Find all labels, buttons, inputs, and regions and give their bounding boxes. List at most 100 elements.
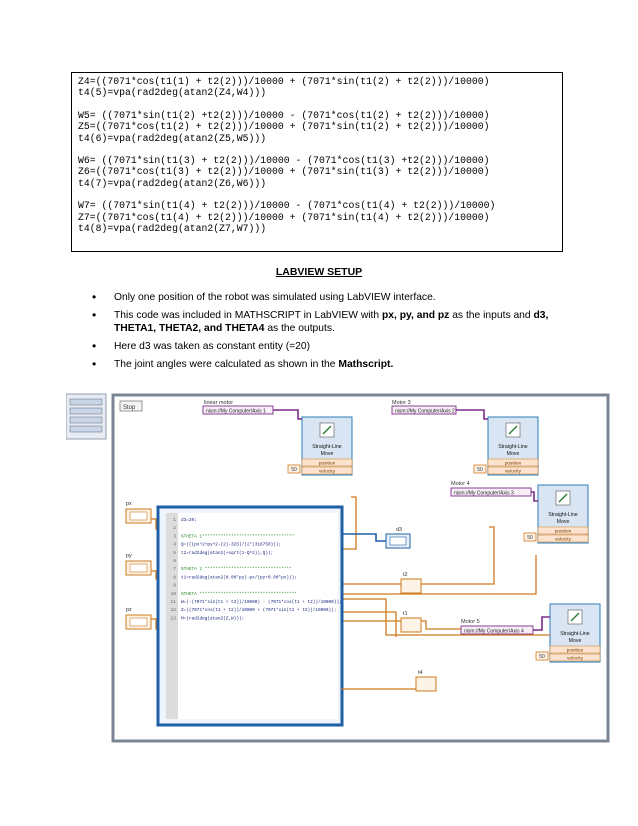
script-line-number: 6 bbox=[173, 558, 176, 564]
bold-text: Mathscript. bbox=[338, 359, 394, 370]
script-line-number: 2 bbox=[173, 525, 176, 531]
code-line: t4(7)=vpa(rad2deg(atan2(Z6,W6))) bbox=[78, 177, 267, 189]
svg-text:t2: t2 bbox=[403, 572, 408, 578]
svg-text:50: 50 bbox=[477, 467, 483, 473]
text-run: Here d3 was taken as constant entity (=2… bbox=[114, 341, 311, 352]
script-line-number: 4 bbox=[173, 542, 176, 548]
bullet-item: The joint angles were calculated as show… bbox=[92, 358, 562, 371]
code-line: t4(5)=vpa(rad2deg(atan2(Z4,W4))) bbox=[78, 87, 267, 99]
svg-text:nism://My Computer/Axis 2: nism://My Computer/Axis 2 bbox=[395, 409, 455, 415]
svg-text:t1: t1 bbox=[403, 611, 408, 617]
svg-text:position: position bbox=[505, 461, 522, 467]
script-line: Z=((7071*cos(t1 + t2))/10000 + (7071*sin… bbox=[181, 608, 336, 613]
bold-text: px, py, and pz bbox=[382, 310, 450, 321]
svg-text:velocity: velocity bbox=[555, 537, 572, 543]
output-t1: t1 bbox=[400, 611, 422, 633]
script-line: Q=(((px^2+py^2-(2)-325)/(2*(318750))); bbox=[181, 543, 281, 548]
code-line: t4(6)=vpa(rad2deg(atan2(Z5,W5))) bbox=[78, 132, 267, 144]
svg-text:Move: Move bbox=[569, 638, 582, 644]
svg-text:nism://My Computer/Axis 3: nism://My Computer/Axis 3 bbox=[454, 491, 514, 497]
text-run: The joint angles were calculated as show… bbox=[114, 359, 339, 370]
svg-text:d3: d3 bbox=[396, 527, 402, 533]
script-line: %THETA 2 *******************************… bbox=[181, 567, 292, 572]
output-t4: t4 bbox=[415, 670, 437, 692]
svg-text:px: px bbox=[126, 501, 132, 507]
svg-text:position: position bbox=[319, 461, 336, 467]
script-line: t1=rad2deg(atan2(0.00*py)-px/(py+0.00*px… bbox=[181, 575, 297, 580]
code-block: Z4=((7071*cos(t1(1) + t2(2)))/10000 + (7… bbox=[71, 72, 563, 252]
script-line: W=(-(7071*sin(t1 + t2))/10000) - (7071*c… bbox=[181, 600, 342, 605]
svg-text:Motor 5: Motor 5 bbox=[461, 619, 480, 625]
script-line-number: 11 bbox=[170, 599, 176, 605]
script-line-number: 13 bbox=[170, 615, 176, 621]
svg-text:velocity: velocity bbox=[505, 469, 522, 475]
svg-text:pz: pz bbox=[126, 607, 132, 613]
svg-text:Straight-Line: Straight-Line bbox=[548, 512, 578, 518]
svg-text:nism://My Computer/Axis 4: nism://My Computer/Axis 4 bbox=[464, 629, 524, 635]
svg-text:50: 50 bbox=[539, 654, 545, 660]
bullet-item: This code was included in MATHSCRIPT in … bbox=[92, 309, 562, 335]
svg-text:Straight-Line: Straight-Line bbox=[560, 631, 590, 637]
input-pz[interactable]: pz bbox=[125, 607, 152, 630]
svg-text:Straight-Line: Straight-Line bbox=[312, 444, 342, 450]
script-line-number: 3 bbox=[173, 533, 176, 539]
bullet-list: Only one position of the robot was simul… bbox=[92, 291, 562, 376]
text-run: as the outputs. bbox=[264, 323, 335, 334]
script-line-number: 1 bbox=[173, 517, 176, 523]
bullet-item: Here d3 was taken as constant entity (=2… bbox=[92, 340, 562, 353]
text-run: This code was included in MATHSCRIPT in … bbox=[114, 310, 383, 321]
text-run: as the inputs and bbox=[449, 310, 534, 321]
svg-text:position: position bbox=[555, 529, 572, 535]
stop-label: Stop bbox=[123, 405, 136, 411]
stop-button[interactable] bbox=[119, 400, 143, 412]
output-t2: t2 bbox=[400, 572, 422, 594]
mathscript-node[interactable] bbox=[156, 505, 344, 727]
code-line: Z5=((7071*cos(t1(2) + t2(2)))/10000 + (7… bbox=[78, 121, 490, 133]
svg-text:50: 50 bbox=[527, 535, 533, 541]
bullet-item: Only one position of the robot was simul… bbox=[92, 291, 562, 304]
script-line-number: 8 bbox=[173, 574, 176, 580]
code-line bbox=[78, 189, 556, 200]
svg-text:velocity: velocity bbox=[319, 469, 336, 475]
script-line-number: 5 bbox=[173, 550, 176, 556]
input-py[interactable]: py bbox=[125, 553, 152, 576]
svg-text:Move: Move bbox=[557, 519, 570, 525]
svg-text:nism://My Computer/Axis 1: nism://My Computer/Axis 1 bbox=[206, 409, 266, 415]
svg-text:position: position bbox=[567, 648, 584, 654]
text-run: Only one position of the robot was simul… bbox=[114, 292, 436, 303]
code-line bbox=[78, 99, 556, 110]
script-line-number: 7 bbox=[173, 566, 176, 572]
script-line-number: 12 bbox=[170, 607, 176, 613]
input-px[interactable]: px bbox=[125, 501, 152, 524]
script-line: M=(rad2deg(atan2(Z,W))); bbox=[181, 616, 244, 621]
svg-text:Motor 4: Motor 4 bbox=[451, 481, 470, 487]
svg-text:50: 50 bbox=[291, 467, 297, 473]
svg-text:py: py bbox=[126, 553, 132, 559]
code-line: W6= ((7071*sin(t1(3) + t2(2)))/10000 - (… bbox=[78, 154, 490, 166]
script-line: %THETA *********************************… bbox=[181, 592, 297, 597]
bold-text: d3, THETA1, THETA2, and THETA4 bbox=[114, 310, 549, 334]
svg-text:linear motor: linear motor bbox=[204, 400, 233, 406]
code-line: W7= ((7071*sin(t1(4) + t2(2)))/10000 - (… bbox=[78, 200, 496, 212]
script-line: %THETA 1********************************… bbox=[181, 534, 295, 539]
code-line: Z7=((7071*cos(t1(4) + t2(2)))/10000 + (7… bbox=[78, 211, 490, 223]
code-line bbox=[78, 144, 556, 155]
code-line: W5= ((7071*sin(t1(2) +t2(2)))/10000 - (7… bbox=[78, 109, 490, 121]
svg-text:Move: Move bbox=[321, 451, 334, 457]
output-d3: d3 bbox=[385, 527, 411, 549]
svg-text:Motor 3: Motor 3 bbox=[392, 400, 411, 406]
script-line: t2=rad2deg(atan2(+sqrt(1-Q^2)),Q)); bbox=[181, 551, 273, 556]
svg-text:Move: Move bbox=[507, 451, 520, 457]
code-line: Z6=((7071*cos(t1(3) + t2(2)))/10000 + (7… bbox=[78, 166, 490, 178]
code-line: t4(8)=vpa(rad2deg(atan2(Z7,W7))) bbox=[78, 222, 267, 234]
svg-text:t4: t4 bbox=[418, 670, 423, 676]
svg-text:velocity: velocity bbox=[567, 656, 584, 662]
script-line-number: 10 bbox=[170, 591, 176, 597]
labview-block-diagram: Stop linear motor nism://My Computer/Axi… bbox=[66, 393, 610, 743]
code-line: Z4=((7071*cos(t1(1) + t2(2)))/10000 + (7… bbox=[78, 76, 490, 87]
script-line-number: 9 bbox=[173, 583, 176, 589]
